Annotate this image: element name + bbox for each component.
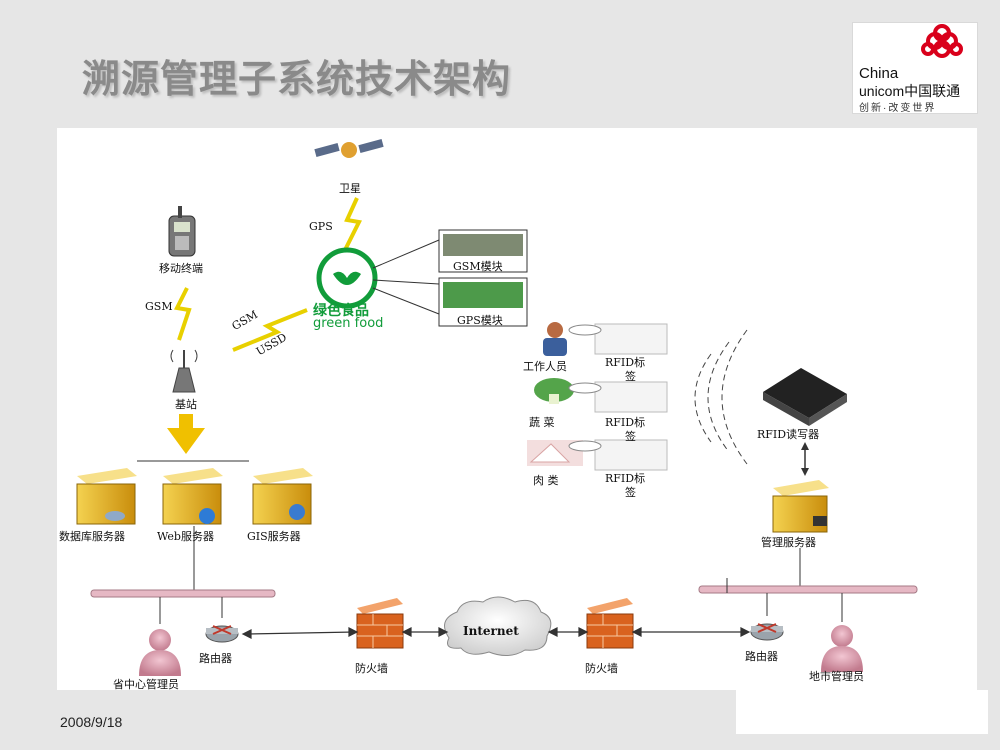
city-admin-icon xyxy=(821,625,863,672)
mgmt-server-label: 管理服务器 xyxy=(761,536,816,549)
green-food-cn-label: 绿色食品 xyxy=(313,303,369,319)
green-food-en-label: green food xyxy=(313,316,384,331)
gps-link-label: GPS xyxy=(309,220,333,233)
down-arrow-icon xyxy=(167,414,205,454)
firewall-left-label: 防火墙 xyxy=(355,662,388,675)
firewall-right-label: 防火墙 xyxy=(585,662,618,675)
base-station-icon xyxy=(170,349,198,393)
vegetable-icon xyxy=(534,378,574,404)
vegetable-label: 蔬 菜 xyxy=(529,416,555,429)
gsm-bolt-icon xyxy=(174,287,192,341)
green-food-logo-icon xyxy=(316,247,378,309)
gis-server-icon xyxy=(252,468,313,525)
rfid-tag-1-label: RFID标 xyxy=(605,356,646,369)
province-admin-icon xyxy=(139,629,181,676)
gsm-module-icon xyxy=(438,229,528,273)
gsm-ussd-bolt-icon xyxy=(232,308,308,352)
router-left-icon xyxy=(205,625,239,643)
page-title: 溯源管理子系统技术架构 xyxy=(82,57,512,101)
rfid-tag-1-icon xyxy=(594,323,668,355)
satellite-icon xyxy=(314,139,384,158)
radio-wave-icon xyxy=(694,329,748,465)
architecture-diagram: 卫星 GPS 移动终端 GSM GSM USSD 基站 绿色食品 green f… xyxy=(57,128,977,691)
slide-date: 2008/9/18 xyxy=(60,714,123,730)
rfid-tag-3-label: RFID标 xyxy=(605,472,646,485)
internet-cloud-icon xyxy=(444,596,552,656)
mobile-phone-icon xyxy=(168,206,196,257)
db-server-label: 数据库服务器 xyxy=(59,530,125,543)
satellite-label: 卫星 xyxy=(339,182,361,195)
router-left-label: 路由器 xyxy=(199,652,232,665)
logo-line-1: China xyxy=(859,65,899,82)
logo-slogan: 创新·改变世界 xyxy=(859,103,937,114)
firewall-right-icon xyxy=(586,598,634,649)
rfid-tag-2-label: RFID标 xyxy=(605,416,646,429)
gps-bolt-icon xyxy=(343,197,362,251)
firewall-left-icon xyxy=(356,598,404,649)
china-unicom-logo: China unicom中国联通 创新·改变世界 xyxy=(852,22,978,114)
rfid-reader-icon xyxy=(763,368,847,426)
rfid-tag-1-label-b: 签 xyxy=(625,370,636,383)
rfid-reader-label: RFID读写器 xyxy=(757,428,820,441)
meat-label: 肉 类 xyxy=(533,474,559,487)
worker-icon xyxy=(543,322,567,356)
worker-label: 工作人员 xyxy=(523,360,567,373)
diagram-graphics xyxy=(76,139,918,676)
base-station-label: 基站 xyxy=(175,398,197,411)
database-server-icon xyxy=(76,468,137,525)
mobile-terminal-label: 移动终端 xyxy=(159,262,203,275)
router-right-icon xyxy=(750,623,784,641)
web-server-icon xyxy=(162,468,223,525)
rfid-tag-2-icon xyxy=(594,381,668,413)
rfid-tag-3-icon xyxy=(594,439,668,471)
gis-server-label: GIS服务器 xyxy=(247,530,301,543)
logo-line-2: unicom中国联通 xyxy=(859,83,961,99)
gps-module-icon xyxy=(438,277,528,327)
web-server-label: Web服务器 xyxy=(157,530,214,543)
rfid-tag-2-label-b: 签 xyxy=(625,430,636,443)
corner-box xyxy=(736,690,988,734)
management-server-icon xyxy=(772,480,829,533)
router-right-label: 路由器 xyxy=(745,650,778,663)
unicom-knot-icon xyxy=(921,24,963,58)
rfid-tag-3-label-b: 签 xyxy=(625,486,636,499)
province-admin-label: 省中心管理员 xyxy=(113,678,179,691)
gsm-link-label: GSM xyxy=(145,300,173,313)
internet-label: Internet xyxy=(463,624,519,638)
gps-module-label: GPS模块 xyxy=(457,314,503,327)
city-admin-label: 地市管理员 xyxy=(809,670,864,683)
gsm-module-label: GSM模块 xyxy=(453,260,503,273)
